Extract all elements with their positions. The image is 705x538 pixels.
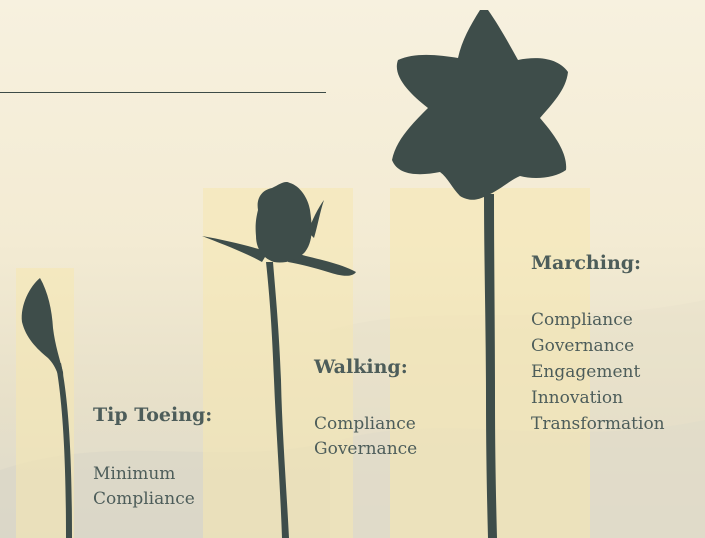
stage-items-tip-toeing: Minimum Compliance	[93, 462, 195, 512]
stage-item: Governance	[314, 439, 418, 459]
stage-item: Minimum	[93, 464, 176, 484]
stage-item: Engagement	[531, 362, 641, 382]
stage-items-walking: Compliance Governance	[314, 412, 417, 462]
daffodil-half-open-icon	[202, 181, 356, 538]
stage-item: Compliance	[531, 310, 633, 330]
daffodil-full-bloom-icon	[392, 10, 568, 538]
stage-item: Transformation	[531, 414, 665, 434]
stage-item: Governance	[531, 336, 635, 356]
stage-item: Compliance	[93, 489, 195, 509]
title-divider-line	[0, 92, 326, 93]
stage-item: Innovation	[531, 388, 624, 408]
stage-heading-marching: Marching:	[531, 252, 642, 274]
stage-items-marching: Compliance Governance Engagement Innovat…	[531, 307, 665, 437]
stage-heading-walking: Walking:	[314, 356, 408, 378]
stage-item: Compliance	[314, 414, 416, 434]
stage-heading-tip-toeing: Tip Toeing:	[93, 404, 213, 426]
daffodil-bud-icon	[21, 278, 72, 538]
